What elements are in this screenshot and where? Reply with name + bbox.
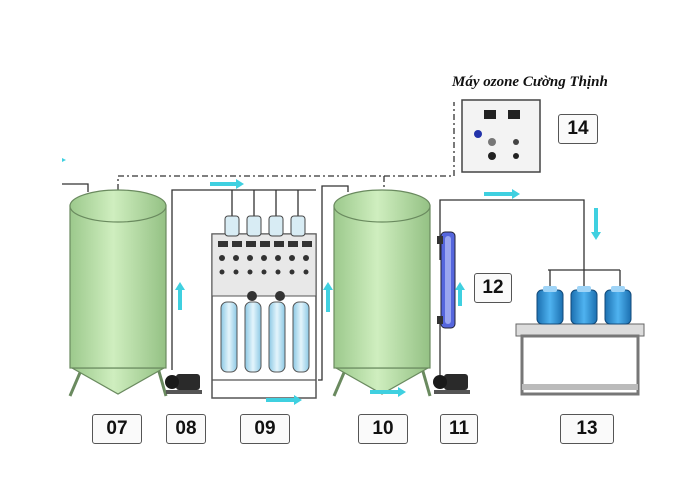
flow-arrow-top-1 xyxy=(210,179,244,189)
ozone-dashed-line xyxy=(117,102,455,190)
ozone-indicator-blue xyxy=(474,130,482,138)
tank-10-top xyxy=(333,189,431,223)
flow-arrow-up-1 xyxy=(175,282,185,310)
ro-gauge-left xyxy=(247,291,257,301)
flow-arrow-bottom-2 xyxy=(370,387,406,397)
pump-11 xyxy=(433,374,470,394)
flow-arrow-down xyxy=(591,208,601,240)
flow-arrow-top-2 xyxy=(484,189,520,199)
storage-tank-10 xyxy=(332,189,432,397)
tank-10-body xyxy=(333,205,431,369)
pipe-ro-to-tank10 xyxy=(318,185,349,381)
label-11: 11 xyxy=(440,414,478,444)
flow-arrow-inlet xyxy=(62,158,66,162)
pipe-tank07-to-ro xyxy=(171,189,316,370)
pipes xyxy=(62,102,585,381)
filling-table-top xyxy=(515,323,645,337)
tank-07-top xyxy=(69,189,167,223)
tank-07-cone xyxy=(69,367,167,395)
tank-07-body xyxy=(69,205,167,369)
label-08: 08 xyxy=(166,414,206,444)
label-10: 10 xyxy=(358,414,408,444)
filling-machine-13 xyxy=(515,269,645,396)
diagram-title: Máy ozone Cường Thịnh xyxy=(452,74,608,90)
pump-08 xyxy=(165,374,202,394)
inlet-pipe xyxy=(62,183,89,192)
label-07: 07 xyxy=(92,414,142,444)
ro-filter-system-09 xyxy=(211,190,317,399)
uv-lamp-12 xyxy=(437,231,456,329)
water-bottles xyxy=(536,289,632,325)
filling-table-frame xyxy=(520,334,640,396)
storage-tank-07 xyxy=(68,189,168,397)
label-09: 09 xyxy=(240,414,290,444)
flow-arrow-up-3 xyxy=(455,282,465,306)
label-12: 12 xyxy=(474,273,512,303)
flow-arrow-up-2 xyxy=(323,282,333,312)
flow-arrow-bottom-1 xyxy=(266,395,302,405)
flow-arrows xyxy=(62,158,601,405)
ozone-generator-14 xyxy=(461,99,541,173)
ro-membranes xyxy=(220,301,310,373)
pipe-to-filling xyxy=(439,199,585,270)
ro-gauge-right xyxy=(275,291,285,301)
label-13: 13 xyxy=(560,414,614,444)
label-14: 14 xyxy=(558,114,598,144)
